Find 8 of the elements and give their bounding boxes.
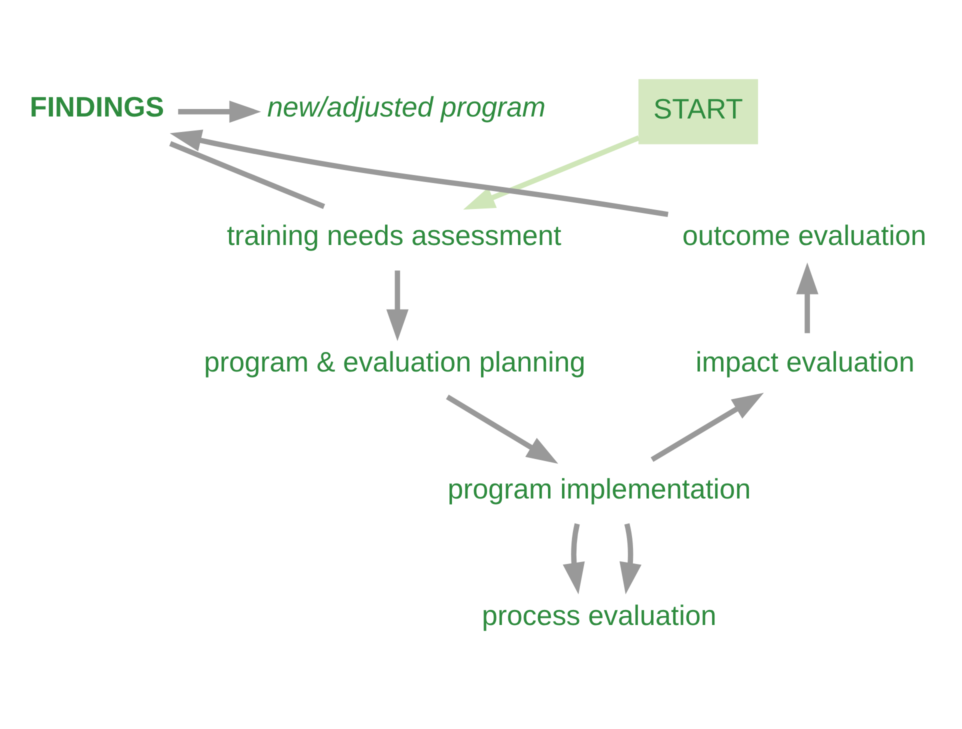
node-text: FINDINGS	[30, 91, 164, 122]
node-text: new/adjusted program	[267, 91, 546, 122]
node-text: program & evaluation planning	[204, 346, 586, 378]
node-text: program implementation	[448, 472, 751, 504]
node-text: impact evaluation	[696, 346, 914, 378]
node-text: outcome evaluation	[682, 220, 926, 251]
node-text: training needs assessment	[226, 220, 562, 251]
node-text: process evaluation	[482, 599, 716, 630]
